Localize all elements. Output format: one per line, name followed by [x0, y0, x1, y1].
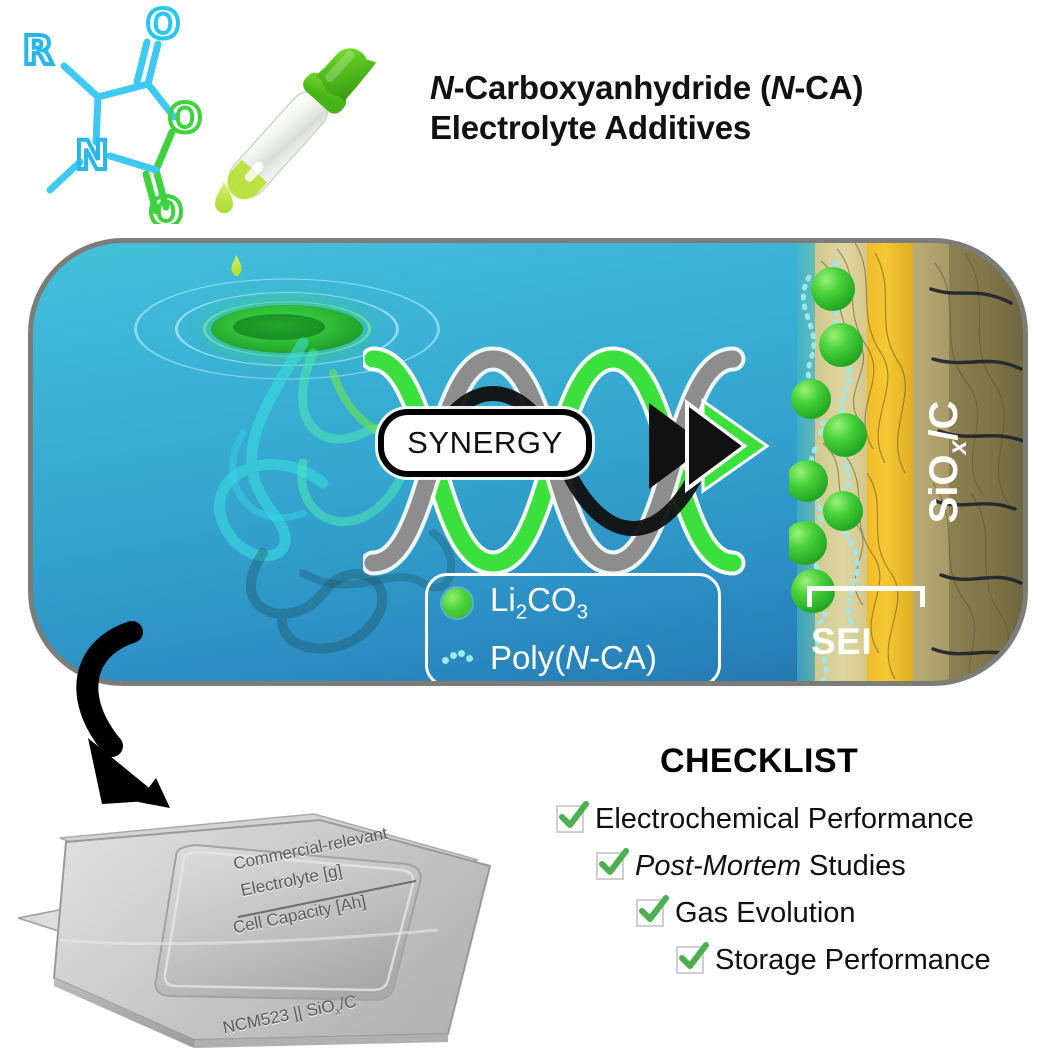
checklist-label-1: Electrochemical Performance	[595, 802, 974, 835]
checklist-label-2-italic: Post-Mortem	[635, 849, 801, 882]
falling-droplet-icon	[231, 255, 242, 277]
legend-label-li2co3: Li2CO3	[490, 580, 588, 624]
checkbox-checked-icon[interactable]	[556, 801, 589, 833]
anode-light-layer	[913, 243, 949, 681]
atom-label-O-ring: O	[168, 96, 202, 142]
checklist-label-4: Storage Performance	[715, 943, 991, 976]
title-n-italic: N	[430, 69, 454, 106]
anode-dark-layer	[949, 243, 1023, 681]
checklist-heading: CHECKLIST	[660, 742, 859, 780]
sei-gold-layer	[867, 243, 913, 681]
atom-label-R: R	[23, 28, 54, 74]
title-n-italic-2: N	[770, 69, 795, 106]
title-line-2: Electrolyte Additives	[430, 109, 752, 147]
splash-blob	[211, 305, 363, 353]
green-sphere-icon	[442, 588, 472, 618]
electrode-stack: SEI SiOx/C	[789, 243, 1023, 681]
title-line-1: N-Carboxyanhydride (N-CA)	[430, 68, 1030, 108]
title-text-1: -Carboxyanhydride (	[453, 69, 771, 106]
title-text-2: -CA)	[794, 69, 864, 106]
legend-box: Li2CO3 Poly(N-CA)	[425, 573, 721, 681]
atom-label-O-bottom: O	[149, 190, 183, 224]
eyedropper-icon	[180, 8, 410, 238]
checklist-item-gas-evolution[interactable]: Gas Evolution	[556, 892, 1056, 934]
synergy-badge: SYNERGY	[378, 409, 592, 477]
checklist-item-storage-performance[interactable]: Storage Performance	[556, 939, 1056, 981]
anode-texture	[820, 243, 1023, 681]
curved-arrow-icon	[76, 621, 170, 808]
atom-label-O-top: O	[146, 4, 180, 48]
ripple-ring-1	[203, 301, 371, 357]
anode-label: SiOx/C	[922, 400, 973, 524]
checklist-label-2: Post-Mortem Studies	[635, 850, 906, 883]
checklist-item-electrochemical-performance[interactable]: Electrochemical Performance	[556, 798, 1056, 840]
checklist-label-2-plain: Studies	[800, 849, 906, 882]
legend-label-polynca: Poly(N-CA)	[490, 638, 657, 676]
atom-label-N: N	[75, 133, 108, 179]
legend-item-polynca: Poly(N-CA)	[428, 630, 718, 681]
droplet-icon	[215, 180, 233, 213]
synergy-label: SYNERGY	[407, 425, 563, 460]
sei-scale-bar	[807, 586, 925, 607]
checkbox-checked-icon[interactable]	[636, 895, 669, 927]
sei-label: SEI	[811, 621, 873, 662]
legend-item-li2co3: Li2CO3	[428, 576, 718, 630]
checklist-label-3: Gas Evolution	[675, 896, 856, 929]
sei-species	[789, 260, 867, 681]
forward-arrow-icon	[649, 398, 770, 494]
page-title: N-Carboxyanhydride (N-CA) Electrolyte Ad…	[430, 68, 1030, 149]
pouch-cell-illustration: Commercial-relevant Electrolyte [g] Cell…	[8, 790, 548, 1050]
checklist: Electrochemical Performance Post-Mortem …	[556, 798, 1056, 986]
checkbox-checked-icon[interactable]	[596, 848, 629, 880]
checklist-item-post-mortem-studies[interactable]: Post-Mortem Studies	[556, 845, 1056, 887]
checkbox-checked-icon[interactable]	[676, 942, 709, 974]
electrolyte-cell-illustration: SYNERGY Li2CO3 Poly(N-CA)	[28, 238, 1028, 686]
bead-chain-icon	[442, 650, 473, 664]
